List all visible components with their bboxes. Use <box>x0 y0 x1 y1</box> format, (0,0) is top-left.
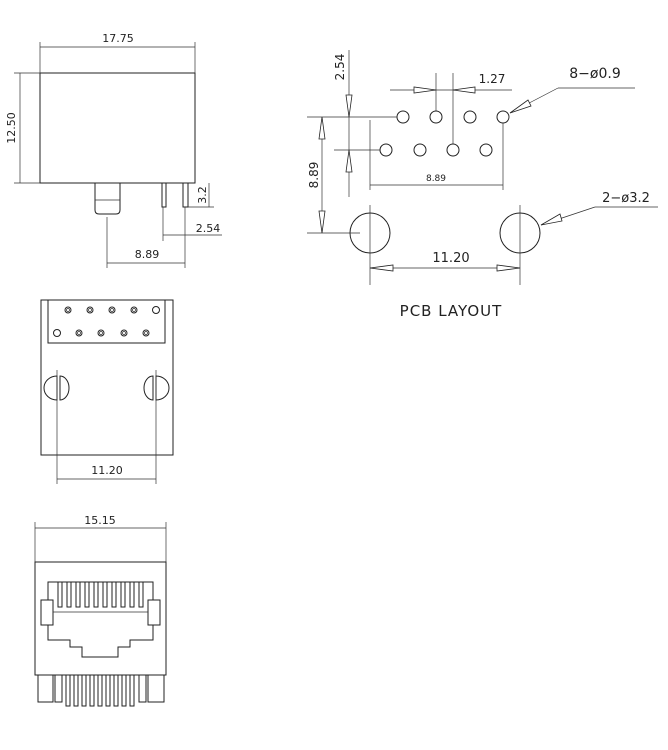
dim-pin-pitch-label: 2.54 <box>196 222 221 235</box>
dim-pin-post-label: 8.89 <box>307 162 321 189</box>
dim-pin-length-label: 3.2 <box>196 186 209 204</box>
side-body <box>39 72 196 184</box>
right-post-outline <box>143 375 170 401</box>
dim-post-pin-label: 8.89 <box>135 248 160 261</box>
pin-hole-callout: 8−ø0.9 <box>569 66 620 82</box>
dim-post-spacing-label: 11.20 <box>91 464 123 477</box>
left-post-outline <box>43 375 70 401</box>
front-view: 15.15 <box>34 514 167 707</box>
side-pin <box>161 182 167 208</box>
front-pins <box>65 675 135 707</box>
dim-width-label: 17.75 <box>102 32 134 45</box>
side-pin <box>182 182 189 208</box>
top-view: 11.20 <box>40 299 174 484</box>
dim-front-width-label: 15.15 <box>84 514 116 527</box>
front-legs <box>37 675 165 703</box>
dim-height-label: 12.50 <box>5 112 18 144</box>
dim-post-spacing-pcb-label: 11.20 <box>432 251 469 266</box>
pin-holes <box>379 110 510 157</box>
dim-row-pitch-label: 2.54 <box>333 54 347 81</box>
contact-fingers <box>57 582 144 608</box>
pcb-layout-title: PCB LAYOUT <box>400 302 503 320</box>
side-view: 17.75 12.50 3.2 2.54 8.89 <box>5 32 222 268</box>
front-body <box>34 561 167 676</box>
dim-pin-span-label: 8.89 <box>426 174 446 184</box>
latch-right <box>147 599 161 626</box>
top-pins <box>53 306 160 337</box>
rj45-opening <box>47 581 154 658</box>
dim-pin-offset-label: 1.27 <box>479 72 506 86</box>
post-hole-callout: 2−ø3.2 <box>602 191 650 206</box>
side-post <box>94 183 121 215</box>
pcb-layout: 2.54 8.89 8.89 1.27 8−ø0.9 2−ø3.2 11.20 … <box>307 50 658 320</box>
latch-left <box>40 599 54 626</box>
